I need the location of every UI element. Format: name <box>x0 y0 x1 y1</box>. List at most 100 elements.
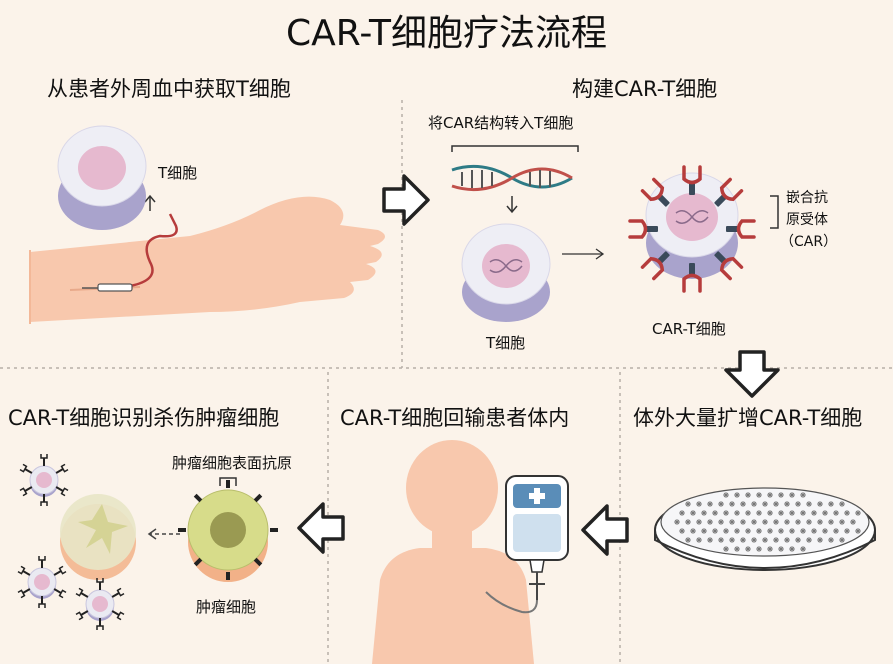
expanded-cell-mark <box>800 546 806 552</box>
expanded-cell-mark <box>751 537 757 543</box>
expanded-cell-mark <box>789 492 795 498</box>
expanded-cell-mark <box>712 528 718 534</box>
label-t-cell-collected: T细胞 <box>158 164 198 182</box>
expanded-cell-mark <box>723 528 729 534</box>
label-tumor-antigen: 肿瘤细胞表面抗原 <box>172 454 293 472</box>
label-car-line3: （CAR） <box>780 234 838 250</box>
expanded-cell-mark <box>740 519 746 525</box>
expanded-cell-mark <box>696 501 702 507</box>
expanded-cell-mark <box>707 501 713 507</box>
expanded-cell-mark <box>773 519 779 525</box>
expanded-cell-mark <box>767 492 773 498</box>
expanded-cell-mark <box>734 492 740 498</box>
label-t-cell-transduced: T细胞 <box>486 334 526 352</box>
dashed-arrow-to-tumor <box>147 528 180 540</box>
expanded-cell-mark <box>839 537 845 543</box>
expanded-cell-mark <box>740 501 746 507</box>
expanded-cell-mark <box>729 501 735 507</box>
expanded-cell-mark <box>811 528 817 534</box>
expanded-cell-mark <box>822 510 828 516</box>
petri-dish <box>654 487 876 571</box>
expanded-cell-mark <box>795 519 801 525</box>
expanded-cell-mark <box>833 510 839 516</box>
expanded-cell-mark <box>756 492 762 498</box>
expanded-cell-mark <box>729 537 735 543</box>
expanded-cell-mark <box>751 501 757 507</box>
expanded-cell-mark <box>833 528 839 534</box>
arrow-step1-to-step2 <box>382 174 430 226</box>
arrow-step4-to-step5 <box>297 502 345 554</box>
expanded-cell-mark <box>795 537 801 543</box>
expanded-cell-mark <box>690 528 696 534</box>
expanded-cell-mark <box>778 492 784 498</box>
step-title-collect: 从患者外周血中获取T细胞 <box>47 77 291 101</box>
car-t-attacker-3 <box>76 578 124 630</box>
expanded-cell-mark <box>850 519 856 525</box>
patient-silhouette <box>372 440 534 664</box>
expanded-cell-mark <box>734 510 740 516</box>
label-car-line2: 原受体 <box>786 212 828 228</box>
expanded-cell-mark <box>773 501 779 507</box>
expanded-cell-mark <box>685 537 691 543</box>
label-transfer-car: 将CAR结构转入T细胞 <box>428 114 574 132</box>
arrow-step2-to-step3 <box>724 350 780 398</box>
expanded-cell-mark <box>767 528 773 534</box>
step-title-construct: 构建CAR-T细胞 <box>572 77 718 101</box>
syringe-tube <box>82 194 178 292</box>
expanded-cell-mark <box>701 528 707 534</box>
expanded-cell-mark <box>712 510 718 516</box>
expanded-cell-mark <box>800 510 806 516</box>
lysed-tumor-cell <box>60 494 136 580</box>
expanded-cell-mark <box>756 546 762 552</box>
expanded-cell-mark <box>855 528 861 534</box>
expanded-cell-mark <box>789 510 795 516</box>
expanded-cell-mark <box>674 519 680 525</box>
label-tumor-cell: 肿瘤细胞 <box>196 598 257 616</box>
expanded-cell-mark <box>762 537 768 543</box>
antigen-bracket <box>219 477 237 486</box>
expanded-cell-mark <box>718 501 724 507</box>
car-dna-construct <box>451 145 579 214</box>
label-car-line1: 嵌合抗 <box>786 190 828 206</box>
expanded-cell-mark <box>690 510 696 516</box>
expanded-cell-mark <box>723 510 729 516</box>
car-t-attacker-2 <box>18 556 66 608</box>
iv-bag <box>485 475 569 614</box>
expanded-cell-mark <box>839 519 845 525</box>
label-car-t-cell: CAR-T细胞 <box>652 320 726 338</box>
expanded-cell-mark <box>828 537 834 543</box>
expanded-cell-mark <box>789 528 795 534</box>
expanded-cell-mark <box>745 546 751 552</box>
expanded-cell-mark <box>740 537 746 543</box>
expanded-cell-mark <box>718 537 724 543</box>
expanded-cell-mark <box>817 519 823 525</box>
expanded-cell-mark <box>734 528 740 534</box>
expanded-cell-mark <box>817 537 823 543</box>
expanded-cell-mark <box>679 528 685 534</box>
expanded-cell-mark <box>718 519 724 525</box>
expanded-cell-mark <box>773 537 779 543</box>
expanded-cell-mark <box>756 510 762 516</box>
expanded-cell-mark <box>811 510 817 516</box>
expanded-cell-mark <box>839 501 845 507</box>
expanded-cell-mark <box>844 528 850 534</box>
expanded-cell-mark <box>778 546 784 552</box>
expanded-cell-mark <box>778 510 784 516</box>
expanded-cell-mark <box>723 546 729 552</box>
expanded-cell-mark <box>784 537 790 543</box>
expanded-cell-mark <box>762 519 768 525</box>
expanded-cell-mark <box>762 501 768 507</box>
t-cell-collected <box>57 125 147 230</box>
expanded-cell-mark <box>844 510 850 516</box>
arrow-to-car-t <box>562 248 605 260</box>
expanded-cell-mark <box>745 492 751 498</box>
expanded-cell-mark <box>679 510 685 516</box>
expanded-cell-mark <box>696 537 702 543</box>
expanded-cell-mark <box>806 501 812 507</box>
expanded-cell-mark <box>778 528 784 534</box>
expanded-cell-mark <box>828 519 834 525</box>
expanded-cell-mark <box>685 501 691 507</box>
expanded-cell-mark <box>685 519 691 525</box>
